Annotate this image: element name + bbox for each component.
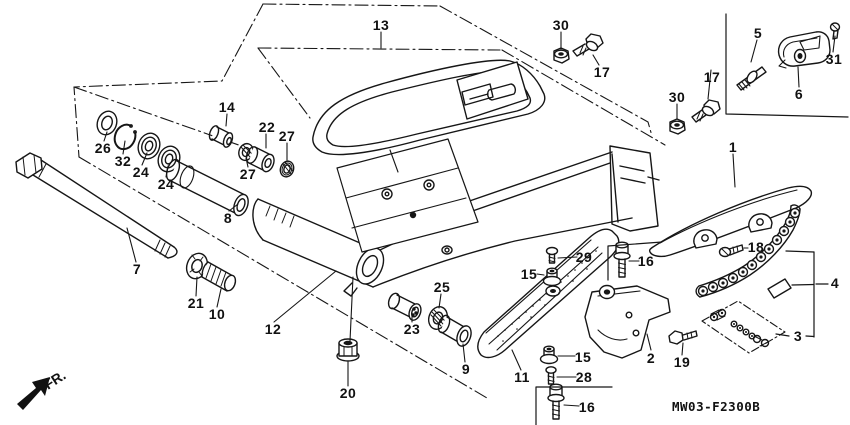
part-32-snap-ring [113,123,137,151]
callout-28: 28 [575,369,593,385]
callout-23: 23 [403,321,421,337]
part-13-swingarm-body [252,59,660,297]
part-15-mount-rubber [542,267,562,287]
slider-stipple-texture [497,250,597,342]
part-20-flange-nut [336,338,360,362]
callout-2: 2 [646,350,656,366]
callout-5: 5 [753,25,763,41]
part-28-bolt [545,366,557,385]
callout-15: 15 [574,349,592,365]
callout-12: 12 [264,321,282,337]
part-14-collar-tube [208,125,234,148]
part-26-dust-seal [96,110,118,136]
part-drive-chain [695,204,801,298]
callout-31: 31 [825,51,843,67]
callout-25: 25 [433,279,451,295]
callout-16: 16 [578,399,596,415]
callout-17: 17 [593,64,611,80]
callout-29: 29 [575,249,593,265]
callout-11: 11 [514,369,530,385]
callout-32: 32 [114,153,132,169]
callout-24: 24 [157,176,175,192]
callout-24: 24 [132,164,150,180]
callout-7: 7 [132,261,142,277]
part-17-flange-bolt [691,99,721,123]
part-16-flange-bolt [547,383,565,420]
callout-21: 21 [187,295,205,311]
part-31-bolt [829,22,841,40]
part-25-dust-seal [427,306,449,330]
callout-8: 8 [223,210,233,226]
part-18-screw [718,244,744,258]
part-16-flange-bolt [613,241,631,278]
part-2-chain-guide-bracket [584,284,671,359]
part-30-nut [669,118,686,135]
callout-26: 26 [94,140,112,156]
callout-9: 9 [461,361,471,377]
part-7-pivot-bolt [15,152,178,259]
callout-30: 30 [552,17,570,33]
callout-leader-lines [103,31,836,407]
detail-brackets [535,13,849,425]
diagram-code: MW03-F2300B [672,399,760,414]
callout-30: 30 [668,89,686,105]
callout-3: 3 [793,328,803,344]
callout-14: 14 [218,99,236,115]
callout-16: 16 [637,253,655,269]
callout-19: 19 [673,354,691,370]
part-8-pivot-collar [165,158,249,217]
callout-13: 13 [372,17,390,33]
part-11-chain-slider [477,228,620,359]
part-30-nut [553,47,570,64]
part-4-label-sticker [767,278,792,299]
part-17-flange-bolt [572,33,604,57]
part-1-chain-guard [648,185,813,258]
callout-4: 4 [830,275,840,291]
callout-15: 15 [520,266,538,282]
part-23-bushing [387,292,422,321]
callout-22: 22 [258,119,276,135]
part-19-bolt [668,330,698,345]
callout-20: 20 [339,385,357,401]
callout-27: 27 [239,166,257,182]
part-5-adjuster-stud [736,66,767,91]
part-9-side-collar [437,314,472,347]
part-22-bushing [245,146,275,173]
part-10-adjuster-bolt [201,261,237,292]
callout-10: 10 [208,306,226,322]
part-27-oil-seal [279,160,295,178]
callout-1: 1 [728,139,738,155]
callout-17: 17 [703,69,721,85]
part-29-screw [545,246,559,264]
callout-27: 27 [278,128,296,144]
callout-6: 6 [794,86,804,102]
chain-rollers [697,207,801,297]
part-3-master-link-kit [701,300,786,354]
callout-18: 18 [747,239,765,255]
phantom-frame-lines [73,3,666,399]
fr-direction-arrow: FR. [17,367,69,410]
part-6-chain-adjuster-block [777,31,831,69]
part-15-mount-rubber [539,345,559,365]
